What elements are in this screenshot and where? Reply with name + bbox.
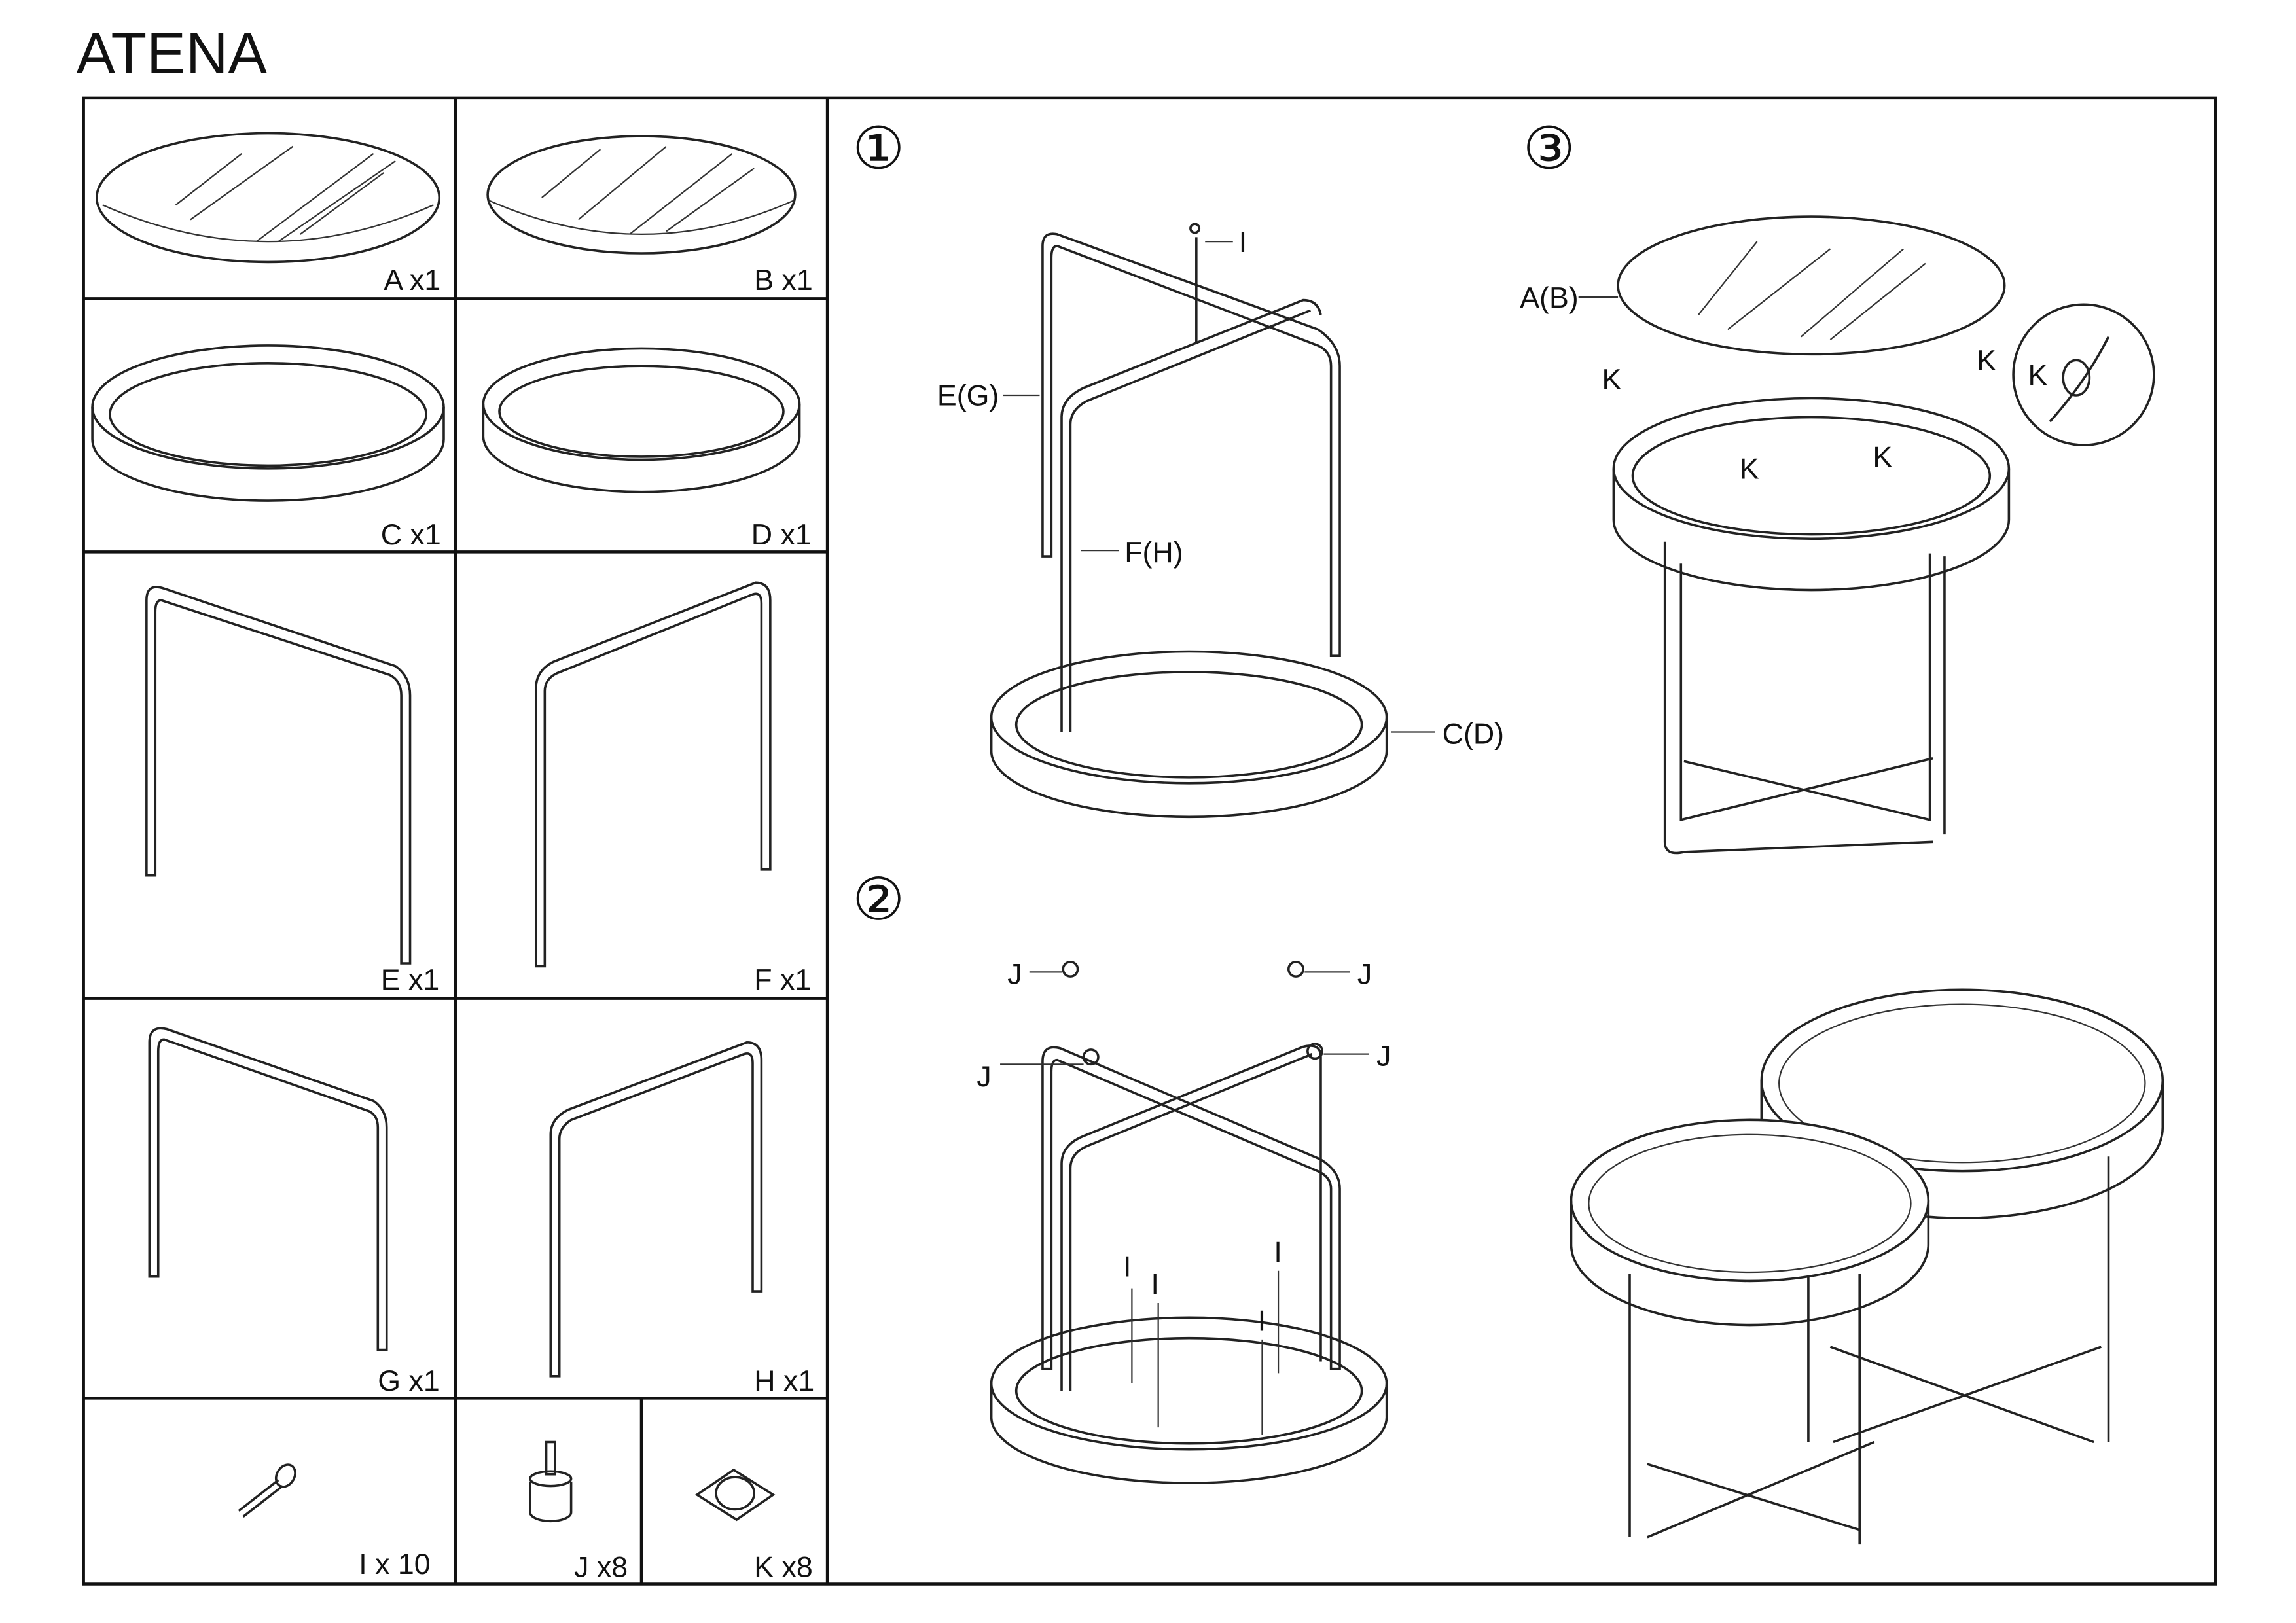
part-label: G x1 (378, 1364, 439, 1397)
callout-label: J (977, 1060, 991, 1093)
part-label: K x8 (754, 1550, 813, 1583)
step-number: ② (852, 866, 905, 934)
callout-label: K (1740, 453, 1759, 486)
callout-label: C(D) (1443, 717, 1504, 750)
part-b-glass-top: B x1 (486, 135, 813, 296)
leveling-foot-icon: J x8 (529, 1440, 628, 1583)
part-f-frame: F x1 (535, 581, 811, 996)
callout-label: I (1274, 1236, 1282, 1268)
part-label: E x1 (381, 963, 440, 996)
part-label: B x1 (754, 264, 813, 296)
part-e-frame: E x1 (145, 586, 440, 996)
callout-label: F(H) (1124, 536, 1183, 569)
callout-label: J (1357, 957, 1372, 990)
step-number: ③ (1523, 115, 1575, 183)
step-3: ③ A(B) K K K K K (1520, 115, 2155, 855)
callout-label: K (1873, 441, 1892, 474)
callout-label: K (2028, 359, 2047, 391)
step-1: ① I E(G) F(H) C(D) (852, 115, 1504, 819)
adhesive-pad-icon: K x8 (694, 1468, 813, 1583)
step-number: ① (852, 115, 905, 183)
part-label: D x1 (751, 518, 812, 551)
screw-icon: I x 10 (238, 1463, 431, 1580)
part-label: I x 10 (359, 1548, 430, 1580)
part-h-frame: H x1 (549, 1041, 814, 1397)
callout-label: K (1602, 363, 1621, 396)
parts-grid (82, 96, 2217, 1586)
part-label: A x1 (384, 264, 440, 296)
step-2: ② J J J J I I I I (852, 866, 1391, 1484)
callout-label: I (1151, 1268, 1158, 1301)
part-label: C x1 (381, 518, 441, 551)
part-g-frame: G x1 (148, 1027, 440, 1397)
part-c-tray: C x1 (91, 344, 445, 551)
callout-label: J (1007, 957, 1022, 990)
part-label: J x8 (574, 1550, 628, 1583)
part-a-glass-top: A x1 (96, 132, 440, 296)
part-label: F x1 (754, 963, 811, 996)
part-d-tray: D x1 (482, 347, 812, 551)
callout-label: I (1123, 1251, 1131, 1283)
callout-label: I (1239, 226, 1247, 259)
part-label: H x1 (754, 1364, 814, 1397)
callout-label: I (1258, 1304, 1266, 1337)
assembled-tables (1570, 988, 2164, 1545)
document-title: ATENA (76, 20, 267, 86)
callout-label: K (1977, 344, 1996, 377)
callout-label: A(B) (1520, 281, 1578, 314)
callout-label: E(G) (937, 380, 999, 412)
callout-label: J (1376, 1040, 1391, 1073)
